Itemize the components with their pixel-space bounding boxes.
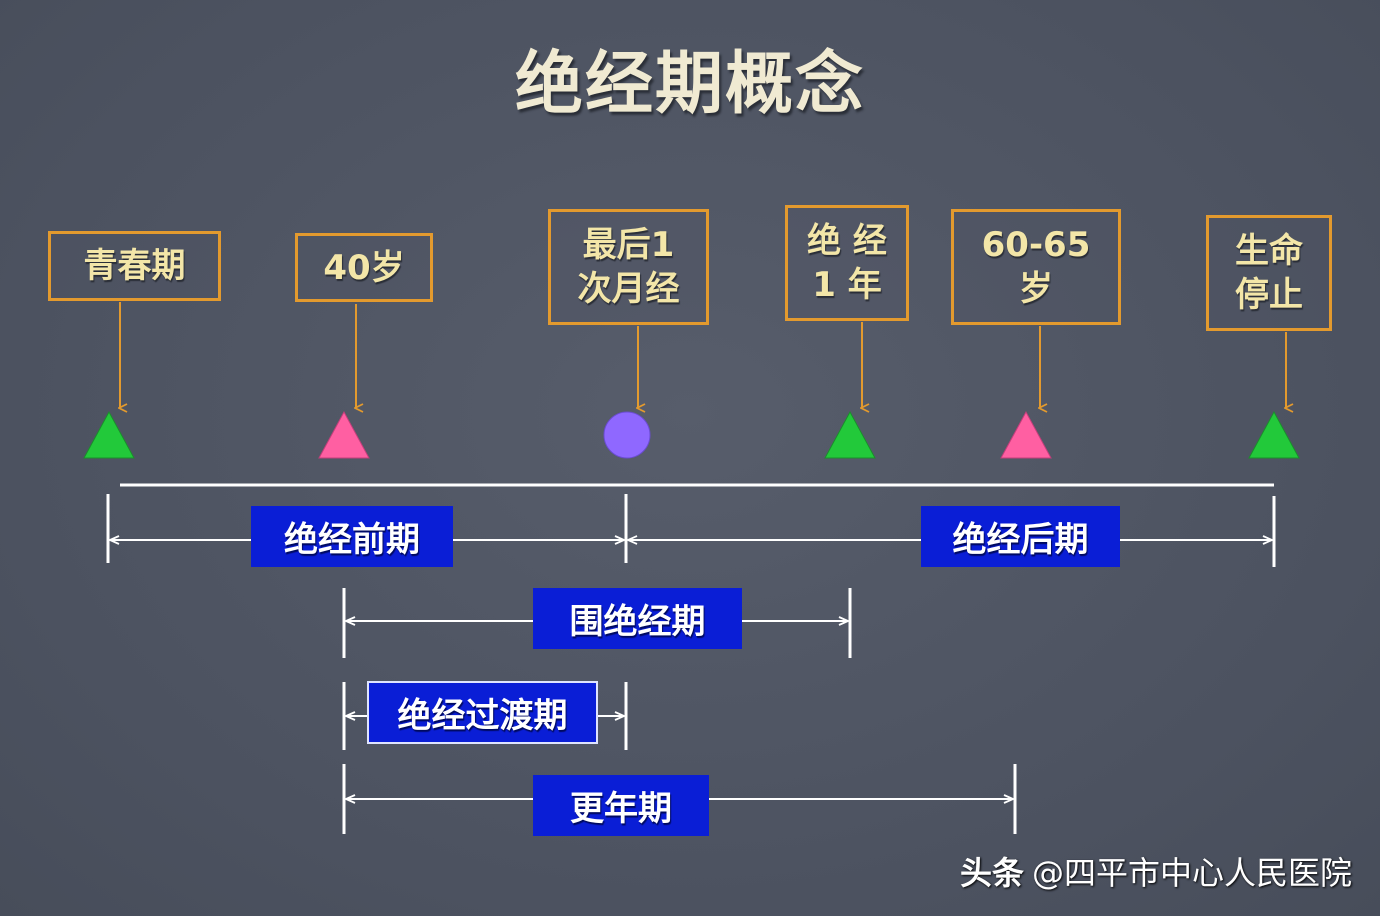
marker-box-age40: 40岁: [295, 233, 433, 302]
period-premenopause: 绝经前期: [251, 506, 453, 567]
marker-box-life-end: 生命 停止: [1206, 215, 1332, 331]
pink-triangle-age40: [318, 410, 370, 459]
period-climacteric: 更年期: [533, 775, 709, 836]
purple-circle-last-menses: [603, 411, 651, 459]
marker-box-youth: 青春期: [48, 231, 221, 301]
watermark: 头条@四平市中心人民医院: [960, 848, 1352, 894]
period-perimenopause: 围绝经期: [533, 588, 742, 649]
period-transition: 绝经过渡期: [367, 681, 598, 744]
watermark-brand: 头条: [959, 854, 1024, 892]
marker-box-one-year: 绝 经 1 年: [785, 205, 909, 321]
marker-box-last-menses: 最后1 次月经: [548, 209, 709, 325]
page-title: 绝经期概念: [514, 44, 865, 124]
green-triangle-youth: [83, 410, 135, 459]
watermark-account: @四平市中心人民医院: [1031, 854, 1352, 892]
pink-triangle-age60-65: [1000, 410, 1052, 459]
green-triangle-life-end: [1248, 410, 1300, 459]
marker-box-age60-65: 60-65 岁: [951, 209, 1121, 325]
period-postmenopause: 绝经后期: [921, 506, 1120, 567]
green-triangle-one-year: [824, 410, 876, 459]
